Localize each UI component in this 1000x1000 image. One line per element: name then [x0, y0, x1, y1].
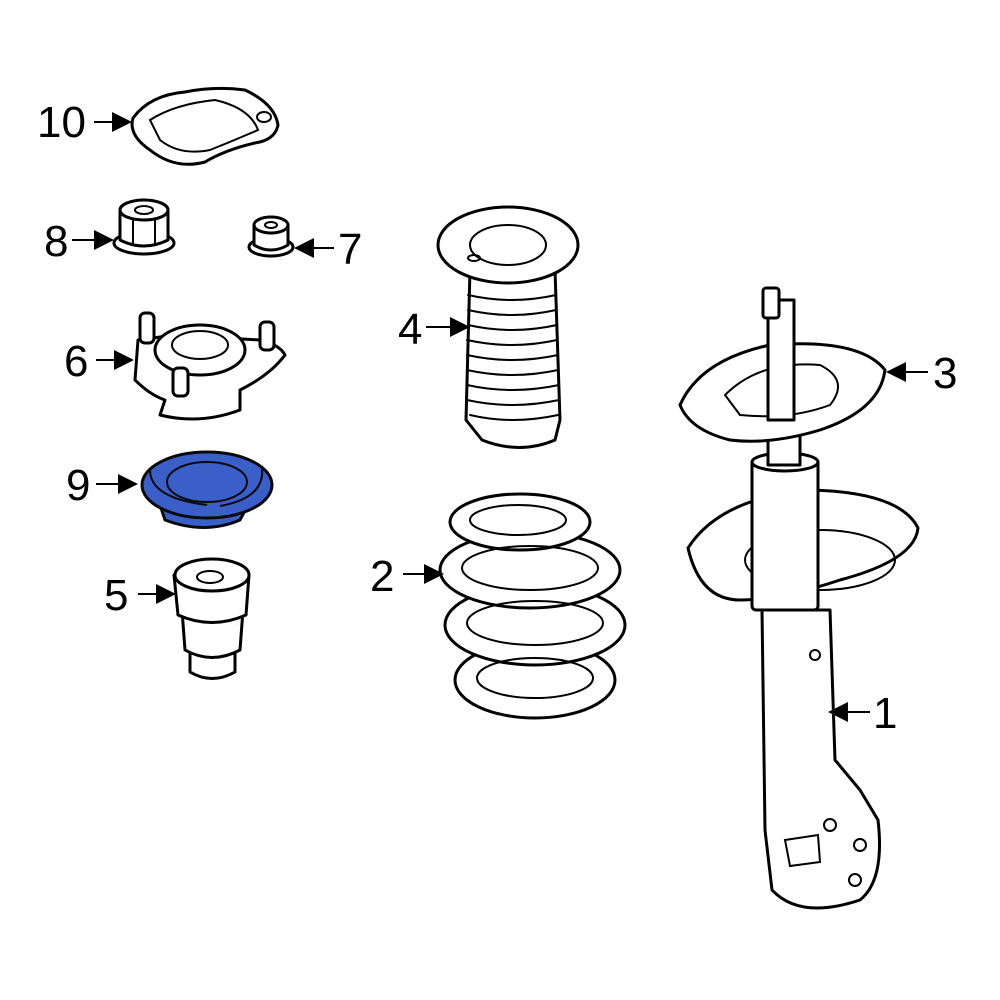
callout-7[interactable]: 7	[338, 225, 363, 274]
part-5-bump-stop[interactable]	[172, 557, 251, 680]
callout-3[interactable]: 3	[933, 349, 958, 398]
part-6-mount[interactable]	[133, 311, 287, 421]
callout-1[interactable]: 1	[873, 689, 898, 738]
callout-6[interactable]: 6	[64, 337, 89, 386]
part-2-coil-spring[interactable]	[438, 492, 627, 720]
part-10-plate[interactable]	[130, 86, 280, 166]
callout-2[interactable]: 2	[370, 552, 395, 601]
part-1-strut[interactable]	[686, 418, 920, 910]
callout-9[interactable]: 9	[66, 461, 91, 510]
part-3-spring-seat[interactable]	[678, 286, 887, 443]
part-4-dust-boot[interactable]	[436, 205, 580, 449]
part-8-nut[interactable]	[112, 198, 176, 256]
callout-4[interactable]: 4	[398, 305, 423, 354]
part-9-bearing-highlighted[interactable]	[140, 450, 274, 529]
part-7-nut[interactable]	[247, 215, 295, 258]
callout-8[interactable]: 8	[44, 217, 69, 266]
callout-5[interactable]: 5	[104, 571, 129, 620]
callout-10[interactable]: 10	[37, 98, 86, 147]
